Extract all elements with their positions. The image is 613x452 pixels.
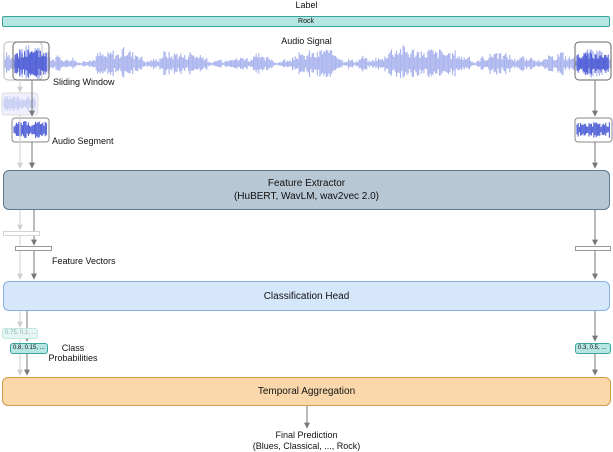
feature-vectors-label: Feature Vectors <box>52 256 116 266</box>
classification-head-box: Classification Head <box>3 281 610 311</box>
sliding-window-last <box>574 41 612 81</box>
waveform-trace <box>576 122 610 138</box>
waveform-trace <box>576 52 609 75</box>
class-probabilities-ghost: 0.75, 0.1, ... <box>2 328 38 339</box>
feature-extractor-title: Feature Extractor <box>267 178 346 189</box>
sliding-window-waveform <box>14 49 47 78</box>
final-prediction-title: Final Prediction <box>275 430 338 440</box>
waveform-trace <box>3 45 611 80</box>
audio-segment-label: Audio Segment <box>52 136 114 146</box>
feature-extractor-subtitle: (HuBERT, WavLM, wav2vec 2.0) <box>233 191 380 202</box>
sliding-window-last-waveform <box>576 52 609 75</box>
class-probabilities-last: 0.3, 0.5, ... <box>575 343 611 354</box>
final-prediction-classes: (Blues, Classical, ..., Rock) <box>252 441 361 451</box>
audio-signal-title: Audio Signal <box>281 36 332 46</box>
temporal-aggregation-title: Temporal Aggregation <box>257 386 356 397</box>
classification-head-title: Classification Head <box>263 290 350 302</box>
waveform-trace <box>3 96 36 112</box>
audio-segment-ghost-waveform <box>3 96 36 112</box>
feature-vector-last <box>575 246 611 251</box>
temporal-aggregation-box: Temporal Aggregation <box>2 377 611 406</box>
feature-vector-first <box>15 246 52 251</box>
sliding-window-label: Sliding Window <box>53 77 115 87</box>
class-probabilities-first: 0.8, 0.15, ... <box>10 343 48 354</box>
waveform-trace <box>13 121 47 138</box>
class-probabilities-label-2: Probabilities <box>48 353 98 363</box>
label-value: Rock <box>298 18 314 25</box>
label-title: Label <box>295 0 318 10</box>
waveform-trace <box>14 49 47 78</box>
audio-segment-first-waveform <box>13 121 47 138</box>
audio-segment-last-waveform <box>576 122 610 138</box>
class-probabilities-label-1: Class <box>61 343 85 353</box>
feature-extractor-box: Feature Extractor (HuBERT, WavLM, wav2ve… <box>3 170 610 210</box>
feature-vector-ghost <box>3 231 40 236</box>
audio-waveform <box>3 45 611 80</box>
sliding-window-first <box>12 41 50 81</box>
label-bar: Rock <box>2 16 610 27</box>
